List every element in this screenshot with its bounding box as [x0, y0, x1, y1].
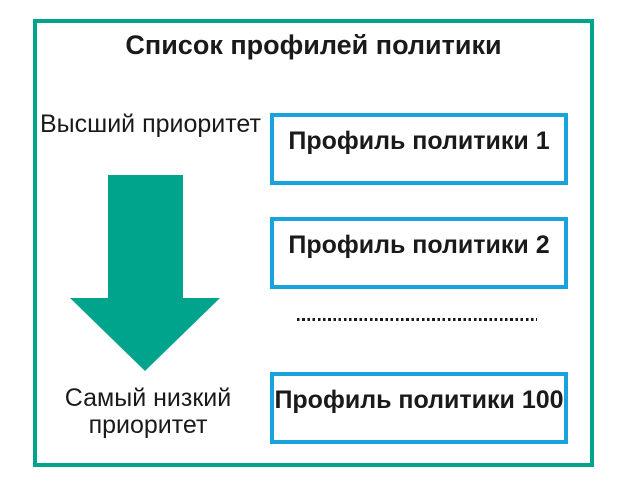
policy-profile-box-100: Профиль политики 100 — [270, 372, 568, 444]
highest-priority-label: Высший приоритет — [40, 110, 261, 138]
omitted-profiles-dotted-line — [297, 318, 537, 321]
policy-profile-box-1: Профиль политики 1 — [270, 113, 568, 185]
policy-profile-box-2: Профиль политики 2 — [270, 217, 568, 289]
lowest-priority-label: Самый низкий приоритет — [64, 384, 232, 439]
diagram-title: Список профилей политики — [125, 30, 502, 60]
policy-profile-1-label: Профиль политики 1 — [288, 126, 550, 155]
arrow-down-icon — [70, 175, 220, 371]
policy-profile-2-label: Профиль политики 2 — [288, 230, 550, 259]
policy-profile-100-label: Профиль политики 100 — [274, 385, 564, 414]
